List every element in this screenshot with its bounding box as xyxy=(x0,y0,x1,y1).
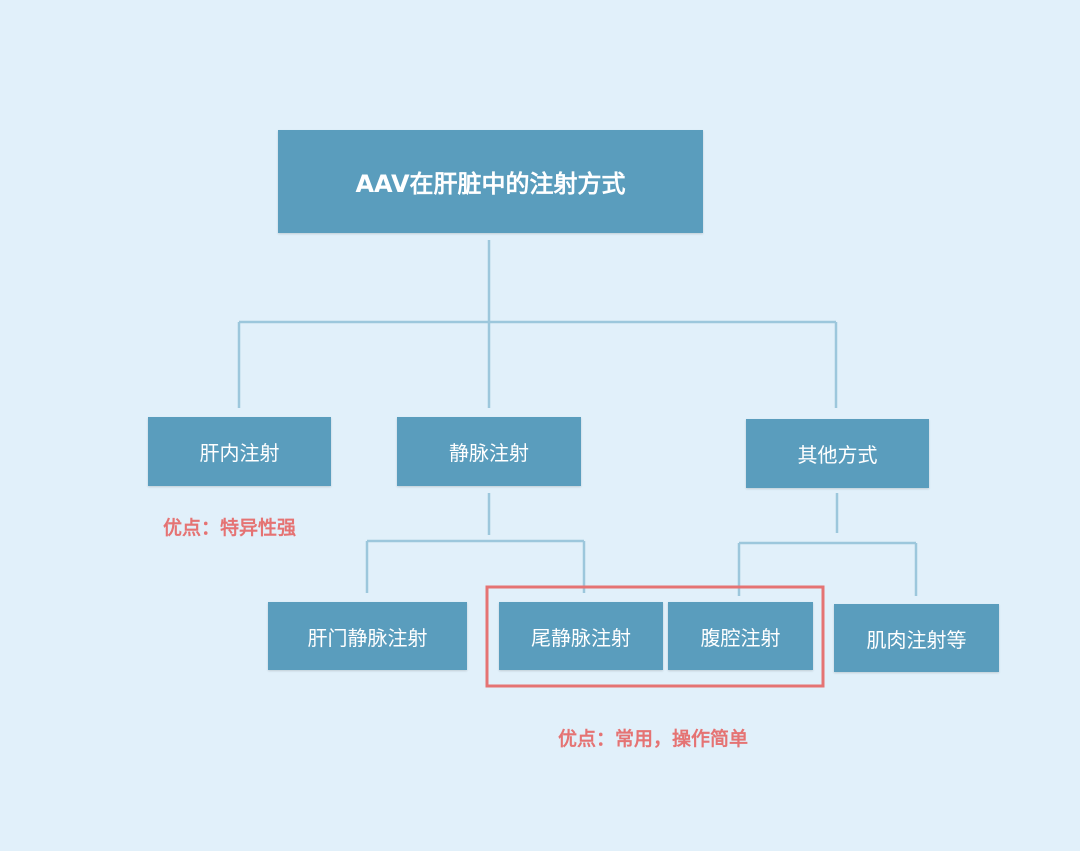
node-portal-vein: 肝门静脉注射 xyxy=(268,602,467,670)
node-intramuscular: 肌肉注射等 xyxy=(834,604,999,672)
root-node: AAV在肝脏中的注射方式 xyxy=(278,130,703,233)
node-intravenous: 静脉注射 xyxy=(397,417,581,486)
note-intrahepatic: 优点：特异性强 xyxy=(163,517,297,539)
highlight-frame xyxy=(485,585,825,688)
node-tail-vein: 尾静脉注射 xyxy=(499,602,663,670)
note-highlighted: 优点：常用，操作简单 xyxy=(558,728,749,750)
node-intraperitoneal: 腹腔注射 xyxy=(668,602,813,670)
node-other: 其他方式 xyxy=(746,419,929,488)
node-intrahepatic: 肝内注射 xyxy=(148,417,331,486)
